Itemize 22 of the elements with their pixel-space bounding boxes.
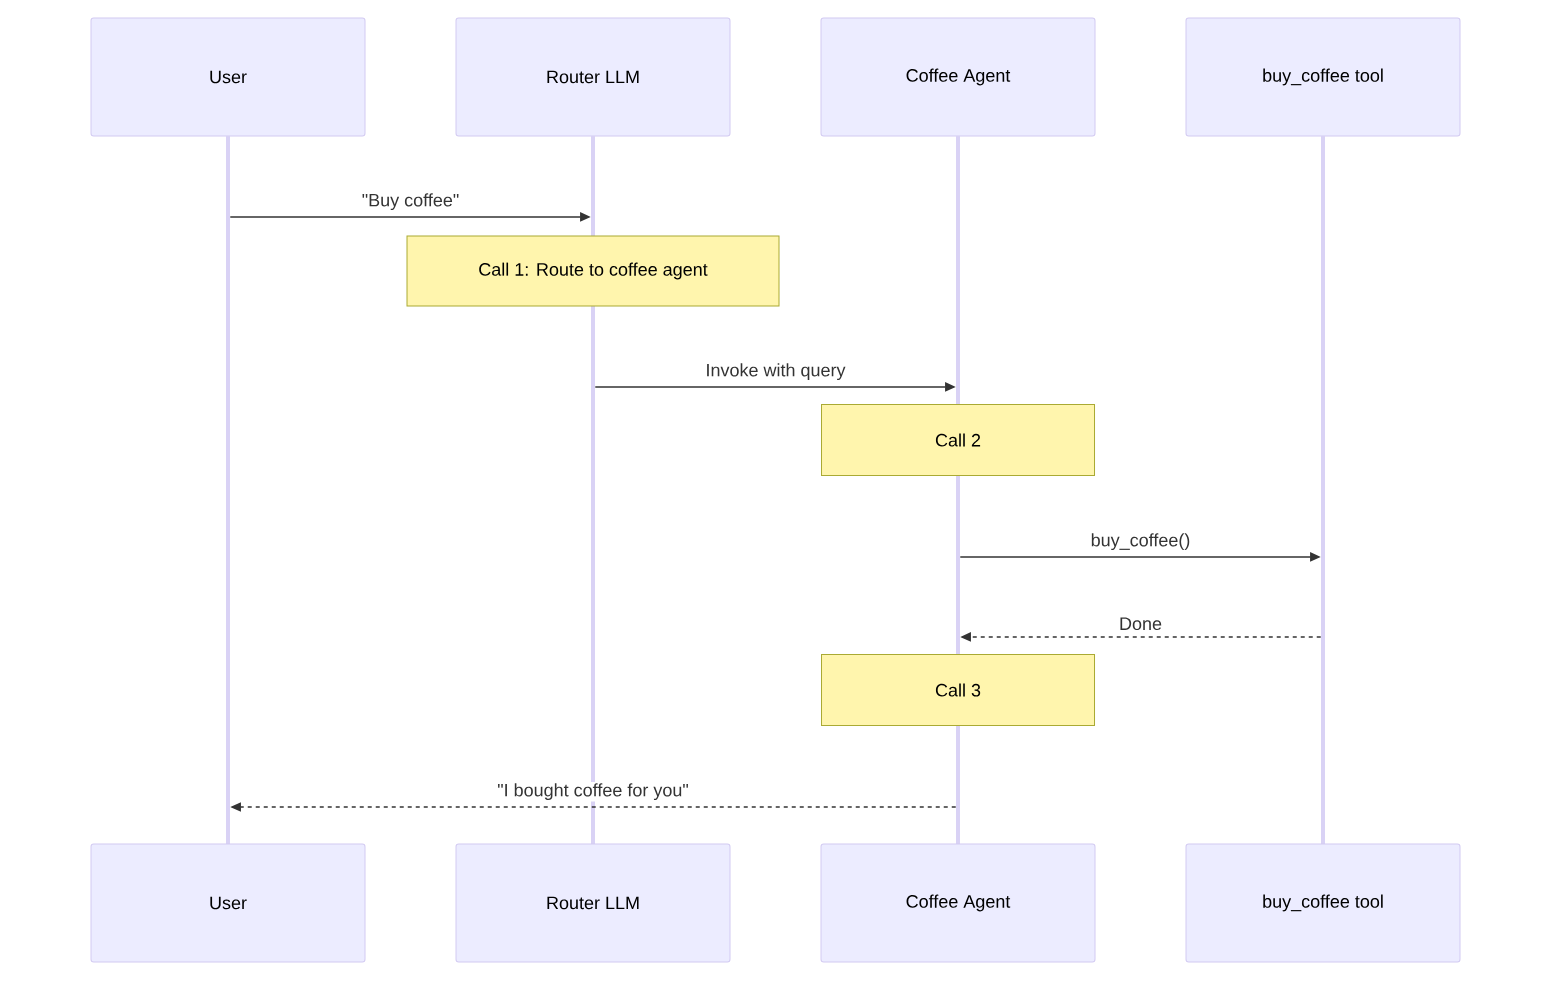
- participant-box: buy_coffee tool: [1185, 843, 1461, 963]
- participant-box: User: [90, 17, 366, 137]
- note-box: Call 2: [821, 404, 1095, 476]
- participant-box: Router LLM: [455, 843, 731, 963]
- message-label: Invoke with query: [704, 361, 847, 382]
- lifeline: [956, 476, 960, 655]
- participant-box: buy_coffee tool: [1185, 17, 1461, 137]
- lifeline: [956, 726, 960, 844]
- message-label: buy_coffee(): [1089, 531, 1192, 552]
- participant-box: User: [90, 843, 366, 963]
- lifeline: [226, 136, 230, 844]
- message-label: "I bought coffee for you": [495, 781, 691, 802]
- participant-box: Coffee Agent: [820, 17, 1096, 137]
- lifeline: [1321, 136, 1325, 844]
- note-box: Call 3: [821, 654, 1095, 726]
- lifeline: [956, 136, 960, 405]
- lifeline: [591, 136, 595, 236]
- message-label: Done: [1117, 616, 1164, 632]
- note-box: Call 1: Route to coffee agent: [406, 235, 780, 307]
- message-label: "Buy coffee": [360, 191, 461, 212]
- participant-box: Router LLM: [455, 17, 731, 137]
- participant-box: Coffee Agent: [820, 843, 1096, 963]
